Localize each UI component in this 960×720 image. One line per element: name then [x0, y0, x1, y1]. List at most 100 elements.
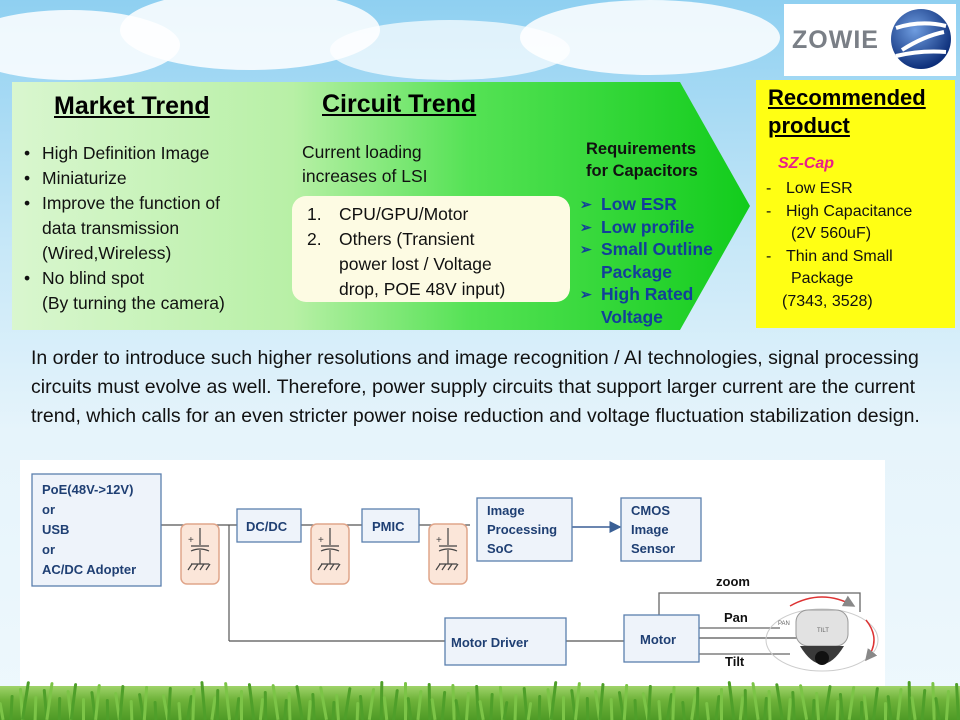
grass-blade [358, 694, 365, 720]
grass-decoration [0, 680, 960, 720]
list-text: High Rated [601, 284, 694, 304]
grass-blade [695, 686, 700, 720]
text-line: increases of LSI [302, 166, 428, 186]
grass-blade [562, 696, 565, 720]
product-name: SZ-Cap [778, 155, 834, 172]
grass-blade [798, 684, 809, 720]
isp-label: Image [487, 503, 525, 518]
grass-blade [367, 687, 376, 720]
grass-blade [622, 683, 629, 720]
grass-blade [240, 690, 243, 720]
requirements-list: ➢Low ESR ➢Low profile ➢Small Outline Pac… [580, 193, 713, 328]
grass-blade [823, 684, 832, 720]
grass-blade [416, 689, 423, 720]
grass-blade [884, 702, 887, 720]
grass-blade [574, 681, 581, 720]
capacitor-icon: + [310, 523, 350, 585]
motor-driver-label: Motor Driver [451, 635, 528, 650]
power-source-label: or [42, 542, 55, 557]
grass-blade [609, 697, 614, 720]
grass-blade [955, 682, 960, 720]
motor-driver-block [444, 617, 567, 666]
text-line: Recommended [768, 85, 926, 110]
grass-blade [57, 696, 62, 720]
power-source-label: AC/DC Adopter [42, 562, 136, 577]
grass-blade [406, 696, 413, 720]
list-item: No blind spot [24, 266, 284, 291]
grass-blade [191, 687, 196, 720]
list-item: ➢Low profile [580, 216, 713, 239]
grass-blade [657, 699, 662, 720]
list-text: Low ESR [601, 194, 677, 214]
grass-blade [287, 691, 292, 720]
list-item: High Definition Image [24, 141, 284, 166]
product-feature-list: -Low ESR -High Capacitance (2V 560uF) -T… [766, 178, 912, 313]
text-line: Current loading [302, 142, 422, 162]
grass-blade [502, 700, 509, 720]
logo-wordmark: ZOWIE [792, 26, 879, 54]
description-paragraph: In order to introduce such higher resolu… [31, 347, 920, 427]
zoom-label: zoom [716, 574, 750, 589]
list-item: ➢Low ESR [580, 193, 713, 216]
grass-blade [404, 682, 407, 720]
grass-blade [118, 684, 125, 720]
cloud [520, 0, 780, 75]
tilt-tag: TILT [817, 628, 829, 634]
recommended-title: Recommended product [768, 84, 926, 140]
circuit-trend-text: Current loading increases of LSI [302, 140, 427, 188]
ptz-camera-icon: PAN TILT [765, 595, 879, 672]
market-trend-title: Market Trend [54, 92, 210, 120]
circuit-list-box [292, 196, 570, 302]
recommended-product-box: Recommended product SZ-Cap -Low ESR -Hig… [756, 80, 955, 328]
grass-blade [82, 698, 85, 720]
capacitor-icon: + [180, 523, 220, 585]
svg-text:+: + [188, 535, 194, 546]
list-item: 2. Others (Transient [307, 227, 505, 252]
grass-blade [513, 693, 518, 720]
pmic-block [361, 508, 420, 543]
grass-blade [647, 684, 652, 720]
tilt-label: Tilt [725, 654, 745, 669]
list-number: 2. [307, 229, 322, 249]
grass-blade [705, 701, 710, 720]
isp-label: SoC [487, 541, 514, 556]
list-text: drop, POE 48V input) [339, 279, 506, 299]
grass-blade [167, 686, 172, 720]
list-item-continuation: Package [580, 261, 713, 284]
isp-label: Processing [487, 522, 557, 537]
text-line: for Capacitors [586, 162, 698, 180]
cmos-label: Sensor [631, 541, 675, 556]
cmos-label: Image [631, 522, 669, 537]
grass-blade [489, 692, 494, 720]
motor-block [623, 614, 700, 663]
list-text: High Capacitance [786, 202, 913, 220]
list-item: -Thin and Small [766, 246, 912, 269]
grass-blade [9, 694, 14, 720]
pan-tag: PAN [778, 621, 790, 627]
list-text: Voltage [601, 306, 663, 327]
dcdc-block [236, 508, 302, 543]
text-line: product [768, 113, 850, 138]
grass-blade [896, 687, 903, 720]
grass-blade [33, 695, 38, 720]
list-number: 1. [307, 204, 322, 224]
zoom-line [658, 592, 861, 618]
svg-text:+: + [318, 535, 324, 546]
list-text: Thin and Small [786, 247, 893, 265]
grass-blade [200, 680, 207, 720]
grass-blade [671, 685, 676, 720]
grass-blade [69, 682, 78, 720]
grass-blade [767, 689, 772, 720]
block-diagram-svg: + + + PoE(48V->12V) or USB or [31, 473, 879, 672]
list-item: -Low ESR [766, 178, 912, 201]
grass-blade [859, 700, 864, 720]
grass-blade [775, 682, 784, 720]
grass-blade [430, 697, 437, 720]
list-item-continuation: Package [766, 268, 912, 291]
list-item: 1. CPU/GPU/Motor [307, 202, 505, 227]
power-source-label: or [42, 502, 55, 517]
bullet-text: Improve the function of [42, 193, 221, 213]
list-item-continuation: power lost / Voltage [307, 252, 505, 277]
grass-blade [392, 688, 399, 720]
power-source-label: PoE(48V->12V) [42, 482, 133, 497]
